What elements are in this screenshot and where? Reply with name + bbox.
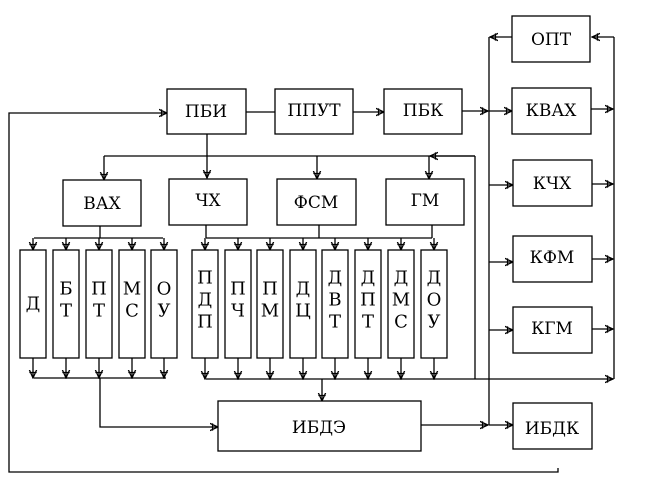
block-ibde-label: ИБДЭ <box>292 418 346 438</box>
block-chx-label: ЧХ <box>195 191 221 211</box>
chx-subblock: ПДП <box>191 249 219 359</box>
block-pbk-label: ПБК <box>403 101 443 121</box>
chx-subblock-letter: Д <box>394 268 409 289</box>
vax-subblock-letter: Т <box>60 301 72 322</box>
vax-subblock: ПТ <box>85 249 113 359</box>
chx-subblock-letter: П <box>197 268 213 289</box>
chx-subblock-letter: В <box>328 290 341 311</box>
block-pbi-label: ПБИ <box>185 102 227 122</box>
block-pput: ППУТ <box>274 88 354 135</box>
chx-subblock-letter: Д <box>198 290 213 311</box>
chx-subblock: ПМ <box>256 249 284 359</box>
block-ibdk: ИБДК <box>512 402 593 450</box>
block-ibdk-label: ИБДК <box>525 419 579 439</box>
chx-subblock-letter: М <box>392 290 410 311</box>
block-ibde: ИБДЭ <box>217 400 422 452</box>
vax-subblock: БТ <box>52 249 80 359</box>
block-kfm: КФМ <box>512 235 593 283</box>
block-kgm-label: КГМ <box>531 319 573 339</box>
chx-subblock-letter: Д <box>361 268 376 289</box>
vax-subblock-letter: Б <box>59 279 72 300</box>
vax-subblock-letter: Т <box>93 301 105 322</box>
chx-subblock-letter: Д <box>296 279 311 300</box>
block-gm: ГМ <box>385 178 465 226</box>
vax-subblock: Д <box>19 249 47 359</box>
vax-subblock-letter: С <box>125 301 139 322</box>
chx-subblock-letter: Ч <box>231 301 245 322</box>
chx-subblock: ДПТ <box>354 249 382 359</box>
block-kchx: КЧХ <box>512 159 593 207</box>
vax-subblock-letter: М <box>123 279 141 300</box>
block-kvax: КВАХ <box>511 87 592 135</box>
block-opt-label: ОПТ <box>531 30 572 50</box>
block-pbi: ПБИ <box>166 88 247 135</box>
vax-subblock: ОУ <box>150 249 178 359</box>
chx-subblock: ДВТ <box>321 249 349 359</box>
chx-subblock-letter: У <box>427 312 440 333</box>
chx-subblock-letter: С <box>394 312 408 333</box>
block-pbk: ПБК <box>383 88 463 135</box>
chx-subblock-letter: Т <box>362 312 374 333</box>
block-pput-label: ППУТ <box>287 101 341 121</box>
vax-subblock-letter: У <box>157 301 170 322</box>
vax-subblock-letter: П <box>91 279 107 300</box>
vax-subblock: МС <box>118 249 146 359</box>
chx-subblock-letter: О <box>427 290 442 311</box>
feedback-line-ibdk-to-pbi <box>8 113 559 473</box>
block-fsm-label: ФСМ <box>294 193 339 213</box>
chx-subblock: ДЦ <box>289 249 317 359</box>
line-vax-collector-ibde <box>99 378 218 427</box>
block-gm-label: ГМ <box>411 191 440 211</box>
chx-subblock-letter: Ц <box>295 301 311 322</box>
block-kvax-label: КВАХ <box>526 101 578 121</box>
block-vax-label: ВАХ <box>83 194 121 214</box>
block-fsm: ФСМ <box>276 178 357 226</box>
chx-subblock: ДОУ <box>420 249 448 359</box>
block-kchx-label: КЧХ <box>533 174 572 194</box>
chx-subblock-letter: П <box>197 312 213 333</box>
chx-subblock-letter: Д <box>427 268 442 289</box>
chx-subblock-letter: П <box>230 279 246 300</box>
chx-subblock-letter: П <box>360 290 376 311</box>
chx-subblock: ДМС <box>387 249 415 359</box>
block-vax: ВАХ <box>62 179 142 227</box>
block-kgm: КГМ <box>512 306 593 354</box>
block-chx: ЧХ <box>168 178 248 226</box>
chx-subblock-letter: Т <box>329 312 341 333</box>
fanout-arrows <box>33 238 434 379</box>
chx-subblock-letter: М <box>261 301 279 322</box>
vax-subblock-letter: Д <box>26 294 41 315</box>
vax-subblock-letter: О <box>157 279 172 300</box>
block-opt: ОПТ <box>511 15 591 63</box>
chx-subblock-letter: Д <box>328 268 343 289</box>
chx-subblock-letter: П <box>262 279 278 300</box>
chx-subblock: ПЧ <box>224 249 252 359</box>
block-kfm-label: КФМ <box>530 248 575 268</box>
